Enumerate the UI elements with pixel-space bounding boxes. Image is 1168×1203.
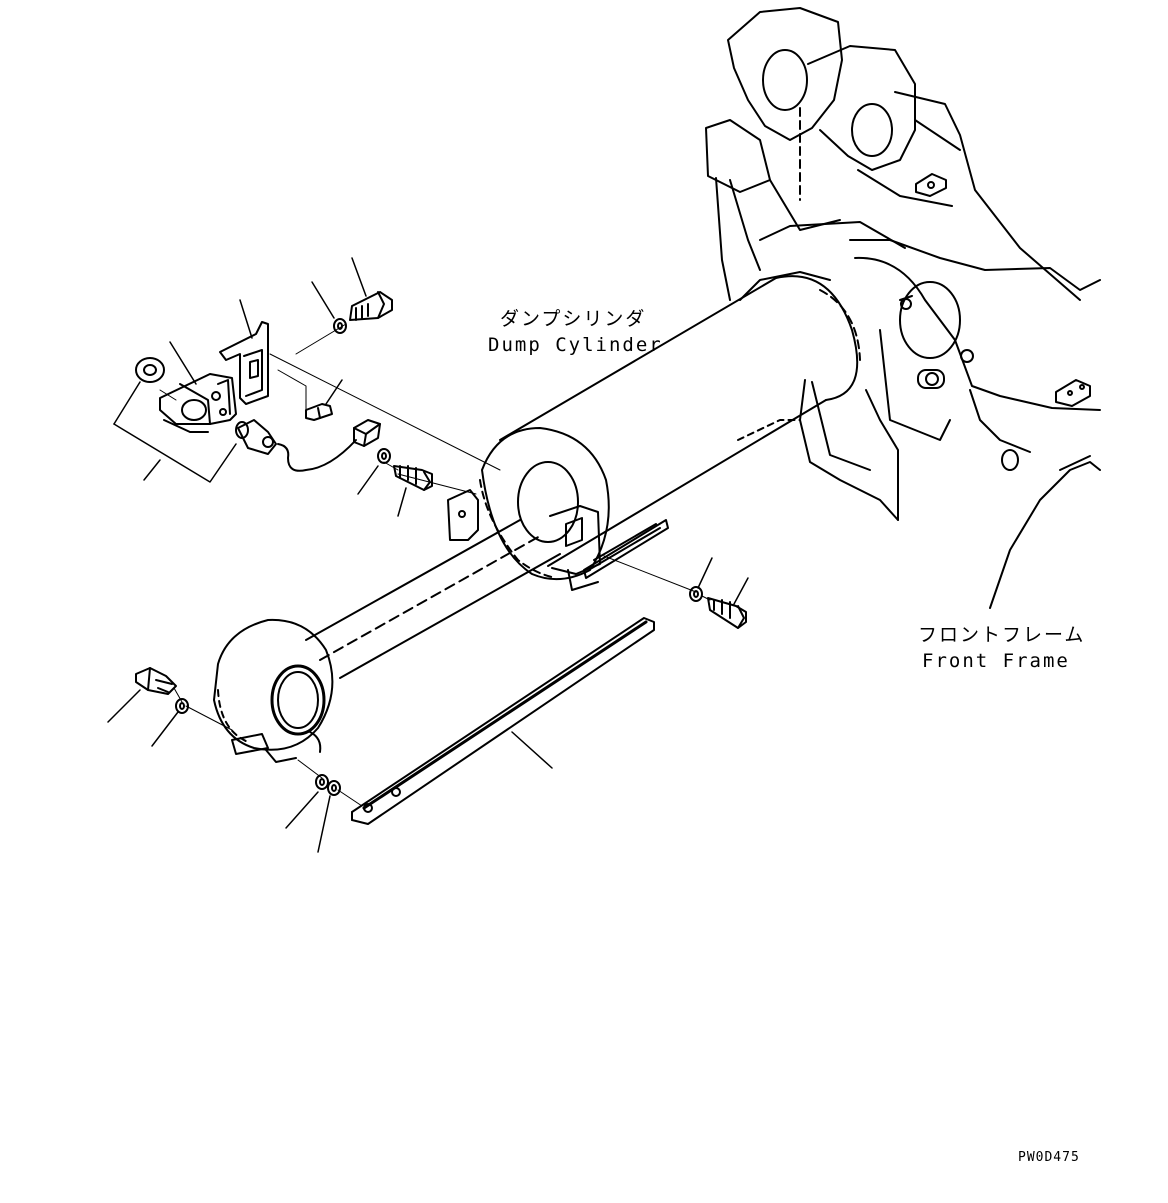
- leader-lines: [108, 258, 748, 852]
- washer: [316, 775, 328, 789]
- bolt: [708, 598, 746, 628]
- drawing-code: PW0D475: [1018, 1150, 1080, 1165]
- washer: [334, 319, 346, 333]
- front-frame: [706, 8, 1100, 608]
- guard-bar: [352, 618, 654, 824]
- front-frame-label-en: Front Frame: [922, 650, 1070, 672]
- bolt: [350, 292, 392, 320]
- bolt: [394, 466, 432, 490]
- guard-bracket: [584, 520, 668, 578]
- sensor-assembly: [136, 322, 380, 471]
- assembly-lines: [160, 324, 710, 806]
- front-frame-label-jp: フロントフレーム: [918, 624, 1086, 646]
- bolt: [136, 668, 176, 694]
- dump-cylinder-label-en: Dump Cylinder: [488, 334, 663, 356]
- washer: [176, 699, 188, 713]
- dump-cylinder-label-jp: ダンプシリンダ: [500, 308, 647, 330]
- washer: [328, 781, 340, 795]
- dump-cylinder: [214, 276, 860, 762]
- washer: [378, 449, 390, 463]
- washer: [690, 587, 702, 601]
